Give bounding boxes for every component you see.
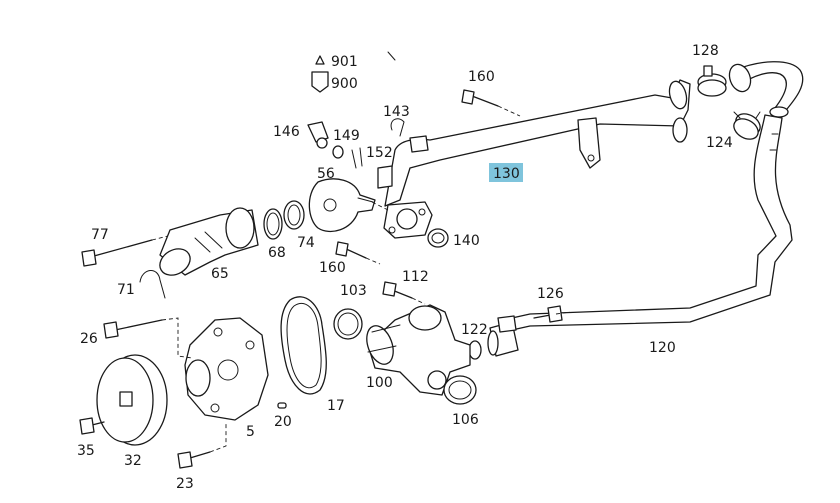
- spring-clip-152: [351, 147, 363, 169]
- bolt-160-upper: [461, 89, 499, 107]
- bolt-126: [533, 305, 563, 323]
- callout-149[interactable]: 149: [333, 128, 360, 144]
- bolt-23: [177, 451, 211, 469]
- callout-152[interactable]: 152: [366, 145, 393, 161]
- sealing-ring-106: [443, 375, 477, 405]
- callout-112[interactable]: 112: [402, 269, 429, 285]
- callout-17[interactable]: 17: [327, 398, 345, 414]
- thermostat-56: [308, 178, 376, 233]
- hose-128: [728, 61, 804, 118]
- callout-130[interactable]: 130: [493, 166, 520, 182]
- callout-120[interactable]: 120: [649, 340, 676, 356]
- hose-clamp-124: [733, 111, 761, 140]
- sealing-ring-140: [427, 228, 449, 248]
- bolt-35: [79, 417, 105, 435]
- callout-26[interactable]: 26: [80, 331, 98, 347]
- callout-23[interactable]: 23: [176, 476, 194, 492]
- callout-160-lower[interactable]: 160: [319, 260, 346, 276]
- callout-126[interactable]: 126: [537, 286, 564, 302]
- callout-143[interactable]: 143: [383, 104, 410, 120]
- sealing-ring-103: [333, 308, 363, 340]
- water-pump-5: [184, 317, 269, 421]
- coolant-pipe-130: [383, 79, 691, 239]
- bolt-112: [382, 281, 413, 299]
- callout-71[interactable]: 71: [117, 282, 135, 298]
- callout-labels: 901 900 128 160 143 146 149 152 124 130 …: [77, 43, 733, 492]
- spring-clip-71: [139, 270, 166, 299]
- callout-146[interactable]: 146: [273, 124, 300, 140]
- pin-901: [315, 55, 325, 65]
- callout-140[interactable]: 140: [453, 233, 480, 249]
- callout-20[interactable]: 20: [274, 414, 292, 430]
- clip-143: [390, 118, 405, 137]
- callout-56[interactable]: 56: [317, 166, 335, 182]
- hose-clamp-128: [697, 65, 727, 97]
- water-inlet-65: [159, 207, 259, 276]
- callout-106[interactable]: 106: [452, 412, 479, 428]
- callout-100[interactable]: 100: [366, 375, 393, 391]
- pulley-32: [96, 354, 168, 446]
- callout-160-upper[interactable]: 160: [468, 69, 495, 85]
- pin-20: [277, 402, 287, 409]
- thermostat-housing-100: [366, 304, 471, 396]
- callout-128[interactable]: 128: [692, 43, 719, 59]
- callout-103[interactable]: 103: [340, 283, 367, 299]
- bolt-77: [81, 239, 153, 267]
- callout-68[interactable]: 68: [268, 245, 286, 261]
- pipe-fitting-122: [468, 315, 519, 360]
- gasket-17: [280, 296, 327, 395]
- callout-5[interactable]: 5: [246, 424, 255, 440]
- callout-901[interactable]: 901: [331, 54, 358, 70]
- callout-65[interactable]: 65: [211, 266, 229, 282]
- callout-124[interactable]: 124: [706, 135, 733, 151]
- plug-900: [311, 71, 329, 93]
- bracket-152: [377, 165, 393, 189]
- bolt-160-lower: [335, 241, 367, 259]
- callout-122[interactable]: 122: [461, 322, 488, 338]
- sealing-ring-74: [283, 200, 305, 230]
- coolant-pipe-120: [511, 114, 793, 331]
- callout-32[interactable]: 32: [124, 453, 142, 469]
- callout-74[interactable]: 74: [297, 235, 315, 251]
- callout-900[interactable]: 900: [331, 76, 358, 92]
- bolt-26: [103, 319, 163, 339]
- sealing-ring-68: [263, 208, 283, 240]
- sensor-146: [307, 121, 329, 149]
- leader-lines: [151, 51, 571, 453]
- callout-77[interactable]: 77: [91, 227, 109, 243]
- callout-35[interactable]: 35: [77, 443, 95, 459]
- clip-149: [332, 145, 344, 159]
- callout-130-highlight: [489, 163, 523, 182]
